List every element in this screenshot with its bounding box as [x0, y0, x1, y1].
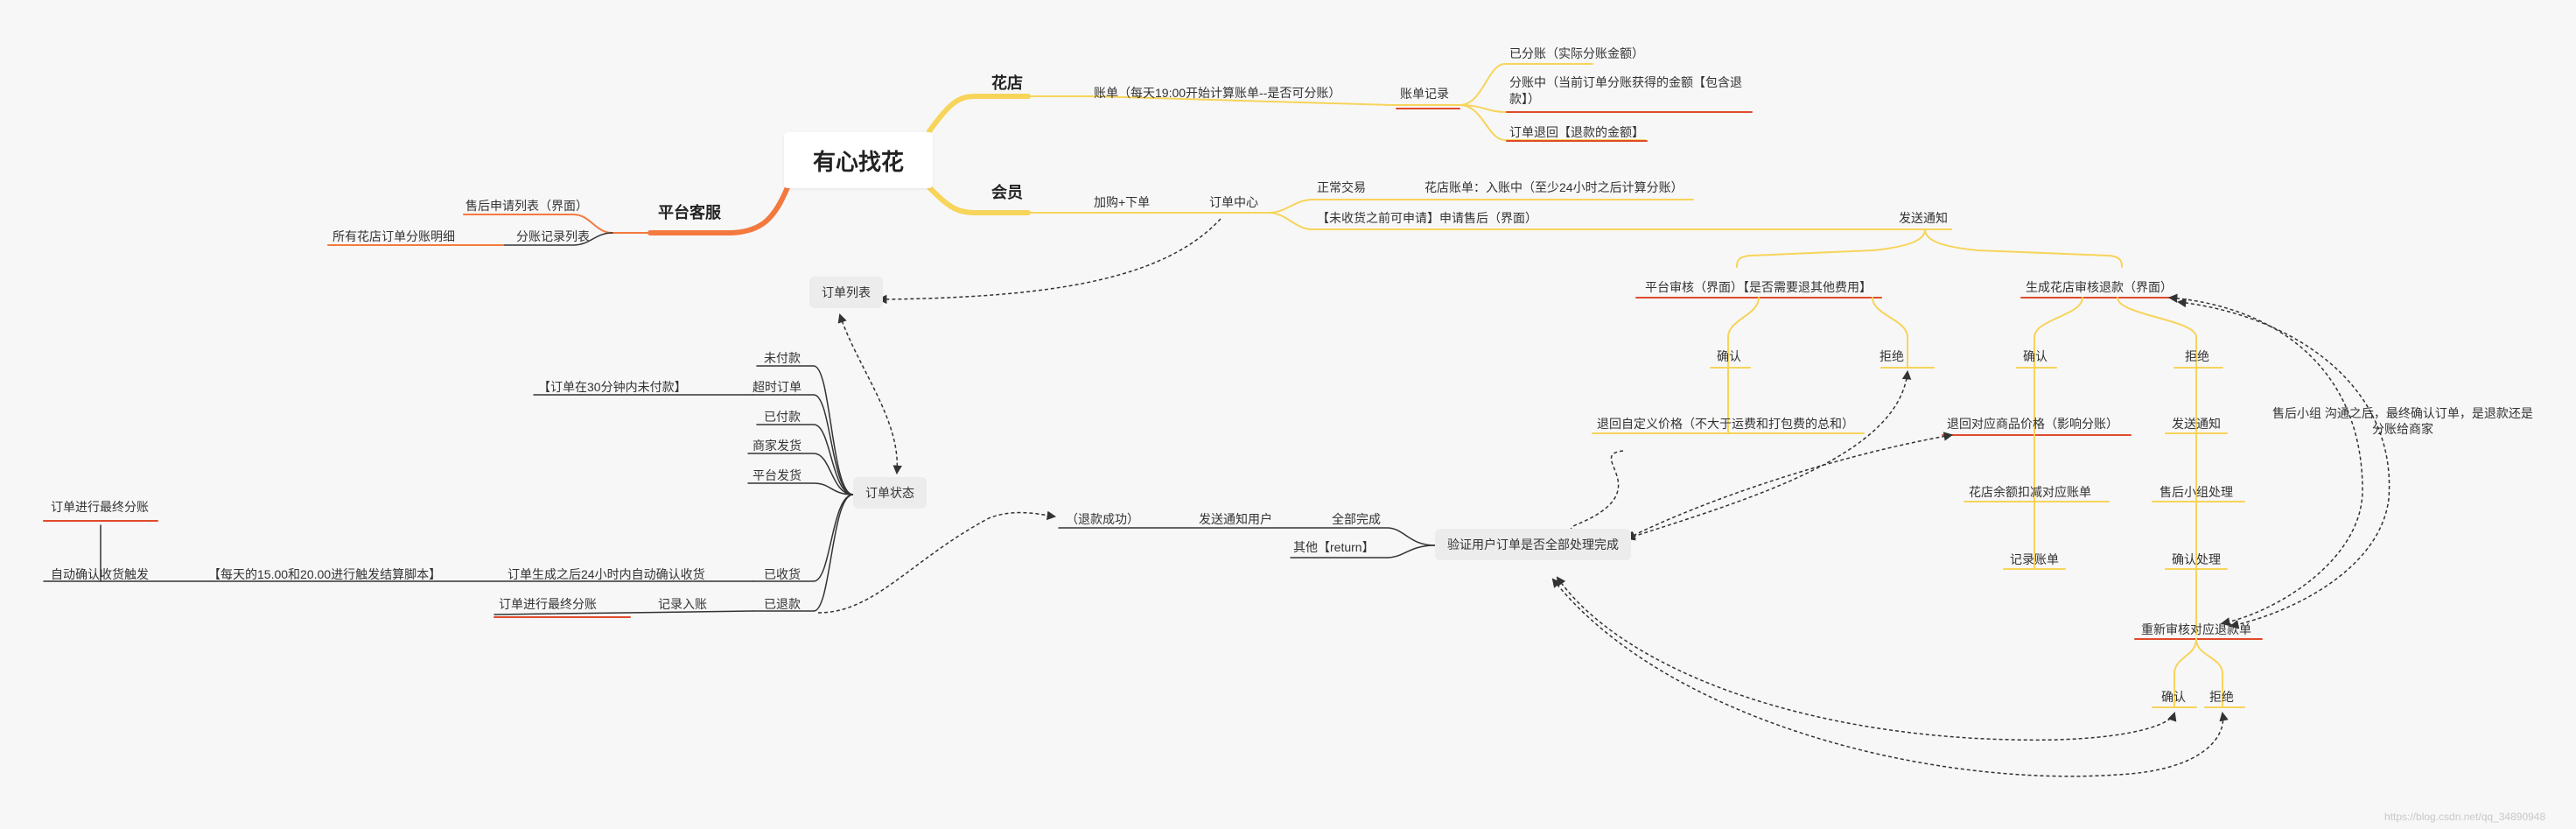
status-platform-ship[interactable]: 平台发货	[752, 468, 802, 482]
record-income[interactable]: 记录入账	[658, 597, 707, 611]
balance-deduct[interactable]: 花店余额扣减对应账单	[1969, 485, 2091, 499]
status-timeout[interactable]: 超时订单	[752, 380, 802, 394]
refund-goods[interactable]: 退回对应商品价格（影响分账）	[1947, 417, 2118, 431]
branch-member[interactable]: 会员	[991, 184, 1023, 201]
normal-trade[interactable]: 正常交易	[1317, 180, 1366, 194]
confirm-process[interactable]: 确认处理	[2172, 552, 2221, 566]
refund-custom[interactable]: 退回自定义价格（不大于运费和打包费的总和）	[1597, 417, 1854, 431]
settle-script-note[interactable]: 【每天的15.00和20.00进行触发结算脚本】	[208, 567, 442, 581]
watermark: https://blog.csdn.net/qq_34890948	[2384, 811, 2546, 823]
bill-record[interactable]: 账单记录	[1400, 87, 1449, 101]
after-sale-team[interactable]: 售后小组处理	[2160, 485, 2233, 499]
other-return[interactable]: 其他【return】	[1293, 540, 1375, 554]
branch-flower-shop[interactable]: 花店	[991, 74, 1023, 92]
root-topic[interactable]: 有心找花	[784, 132, 933, 188]
platform-reject[interactable]: 拒绝	[1880, 349, 1904, 363]
order-center[interactable]: 订单中心	[1209, 195, 1258, 209]
cart-order[interactable]: 加购+下单	[1094, 195, 1151, 209]
shop-reject[interactable]: 拒绝	[2185, 349, 2209, 363]
timeout-note[interactable]: 【订单在30分钟内未付款】	[538, 380, 687, 394]
shop-review[interactable]: 生成花店审核退款（界面）	[2026, 280, 2173, 294]
final-split-top[interactable]: 订单进行最终分账	[51, 500, 149, 514]
refunded-label[interactable]: 订单退回【退款的金额】	[1509, 125, 1644, 139]
after-sale-list[interactable]: 售后申请列表（界面）	[466, 199, 588, 213]
re-review[interactable]: 重新审核对应退款单	[2141, 622, 2251, 636]
final-split[interactable]: 订单进行最终分账	[499, 597, 597, 611]
send-notice-2[interactable]: 发送通知	[2172, 417, 2221, 431]
platform-review[interactable]: 平台审核（界面）【是否需要退其他费用】	[1645, 280, 1872, 294]
auto-confirm-trigger[interactable]: 自动确认收货触发	[51, 567, 149, 581]
re-confirm[interactable]: 确认	[2161, 690, 2186, 704]
status-paid[interactable]: 已付款	[764, 410, 801, 424]
all-shop-split-detail[interactable]: 所有花店订单分账明细	[332, 229, 455, 243]
after-team-note[interactable]: 售后小组 沟通之后，最终确认订单，是退款还是分账给商家	[2272, 406, 2533, 436]
after-sale-apply[interactable]: 【未收货之前可申请】申请售后（界面）	[1317, 211, 1537, 225]
status-refunded[interactable]: 已退款	[764, 597, 801, 611]
notify-user[interactable]: 发送通知用户	[1199, 512, 1272, 526]
shop-bill[interactable]: 花店账单：入账中（至少24小时之后计算分账）	[1424, 180, 1684, 194]
branch-platform-cs[interactable]: 平台客服	[658, 204, 721, 221]
send-notice[interactable]: 发送通知	[1899, 211, 1948, 225]
verify-node[interactable]: 验证用户订单是否全部处理完成	[1435, 529, 1631, 560]
bill-label[interactable]: 账单（每天19:00开始计算账单--是否可分账）	[1094, 86, 1341, 100]
status-received[interactable]: 已收货	[764, 567, 801, 581]
record-bill[interactable]: 记录账单	[2010, 552, 2059, 566]
auto-receive-note[interactable]: 订单生成之后24小时内自动确认收货	[508, 567, 705, 581]
refund-success[interactable]: （退款成功）	[1066, 512, 1139, 526]
status-shipped[interactable]: 商家发货	[752, 439, 802, 453]
order-status-node[interactable]: 订单状态	[853, 477, 927, 509]
re-reject[interactable]: 拒绝	[2209, 690, 2234, 704]
all-done[interactable]: 全部完成	[1332, 512, 1381, 526]
settling-label[interactable]: 分账中（当前订单分账获得的金额【包含退款】）	[1509, 75, 1742, 106]
split-record-list[interactable]: 分账记录列表	[516, 229, 590, 243]
order-list-node[interactable]: 订单列表	[809, 277, 883, 308]
platform-confirm[interactable]: 确认	[1717, 349, 1741, 363]
status-unpaid[interactable]: 未付款	[764, 351, 801, 365]
settled-label[interactable]: 已分账（实际分账金额）	[1509, 46, 1644, 60]
shop-confirm[interactable]: 确认	[2023, 349, 2048, 363]
